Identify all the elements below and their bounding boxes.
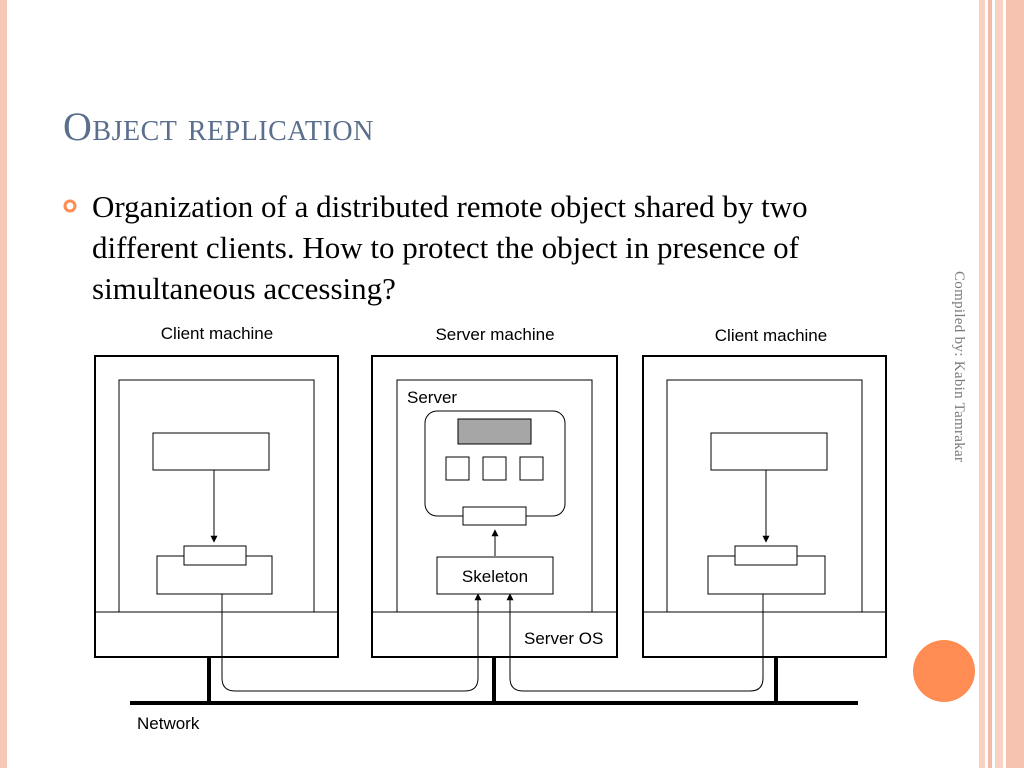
side-credit: Compiled by: Kabin Tamrakar: [951, 271, 967, 463]
network-label: Network: [137, 714, 200, 733]
server-object-interface: [462, 506, 527, 526]
server-object-state: [457, 418, 532, 445]
server-machine-label: Server machine: [435, 325, 554, 344]
right-frame-stripe-1: [979, 0, 985, 768]
network: Network: [130, 657, 858, 733]
server-object-method-1: [445, 456, 470, 481]
server-machine: Server Skeleton Server OS: [371, 355, 618, 658]
right-client-path: [506, 593, 764, 692]
client-right-label: Client machine: [715, 326, 827, 345]
skeleton-label: Skeleton: [462, 567, 528, 586]
right-frame-stripe-3: [995, 0, 1003, 768]
client-left-proxy-interface: [183, 545, 247, 566]
skeleton-box: [436, 556, 554, 595]
server-process-label: Server: [407, 388, 457, 407]
right-frame-stripe-4: [1006, 0, 1024, 768]
server-object-method-2: [482, 456, 507, 481]
bullet-text: Organization of a distributed remote obj…: [92, 189, 808, 306]
client-machine-left: [94, 355, 339, 658]
decorative-orange-circle: [913, 640, 975, 702]
left-client-path: [221, 593, 482, 692]
client-right-object: [710, 432, 828, 471]
right-frame-stripe-2: [988, 0, 992, 768]
slide-title: Object replication: [63, 104, 374, 149]
server-object-method-3: [519, 456, 544, 481]
client-left-label: Client machine: [161, 324, 273, 343]
server-os-label: Server OS: [524, 629, 603, 648]
left-frame-bar: [0, 0, 7, 768]
client-right-proxy-interface: [734, 545, 798, 566]
bullet-ring-icon: [63, 199, 77, 213]
client-left-object: [152, 432, 270, 471]
client-machine-right: [642, 355, 887, 658]
